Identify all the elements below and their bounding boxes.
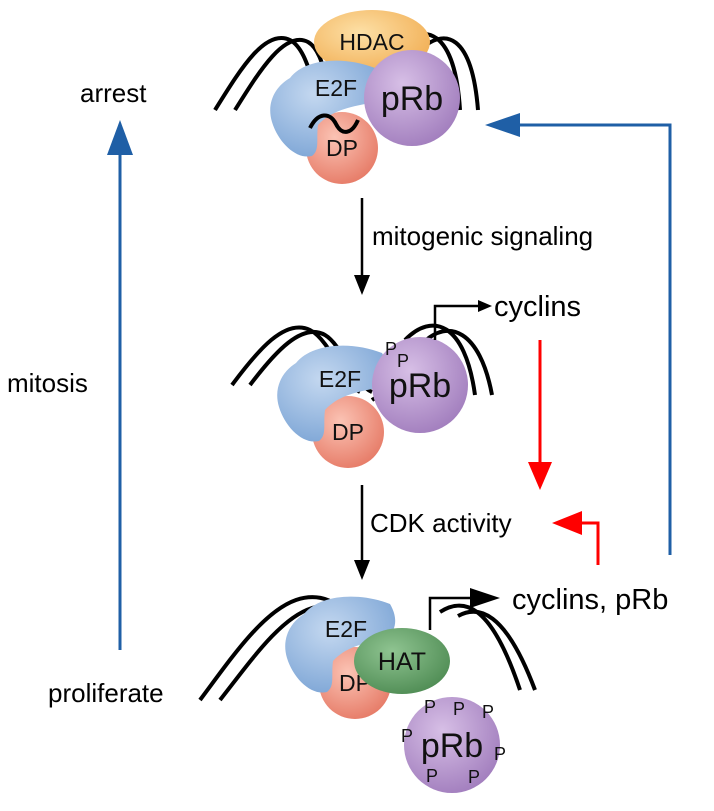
cyclins-label: cyclins [494,291,581,323]
cdk-activity-label: CDK activity [370,508,512,538]
prb-protein: pRb [364,50,460,146]
red-arrow-down [528,340,552,490]
e2f-protein: E2F [285,596,396,693]
phospho-mark: P [397,351,409,371]
hdac-label: HDAC [339,29,404,55]
e2f-label: E2F [319,366,361,392]
mitosis-label: mitosis [7,368,88,398]
phospho-mark: P [385,339,397,359]
phospho-mark: P [424,697,436,717]
phospho-mark: P [426,766,438,786]
e2f-label: E2F [325,616,367,642]
complex-arrest: HDAC DP E2F pRb [213,10,480,184]
arrest-label: arrest [80,78,147,108]
complex-phosphorylated: DP E2F pRb P P [230,323,494,468]
dp-protein: DP [306,112,378,184]
hat-label: HAT [378,648,426,676]
e2f-protein: E2F [270,60,381,157]
phospho-mark: P [494,744,506,764]
e2f-protein: E2F [277,345,388,442]
mitogenic-arrow [354,198,370,295]
hat-protein: HAT [354,628,450,694]
complex-active: DP E2F HAT [198,595,537,719]
free-hyperphosphorylated-prb: pRb P P P P P P P [401,697,506,793]
red-arrow-feedback [552,511,600,565]
dp-label: DP [332,419,364,445]
prb-label: pRb [381,80,443,118]
prb-feedback-arrow [485,113,672,555]
cdk-arrow [354,485,370,580]
mitogenic-signaling-label: mitogenic signaling [372,221,593,251]
cyclins-prb-label: cyclins, pRb [512,584,668,616]
mitosis-arrow [107,120,133,650]
transcription-arrow-cyclins [433,300,492,340]
phospho-mark: P [453,699,465,719]
transcription-arrow-cyclins-prb [428,588,500,630]
prb-label: pRb [421,727,483,765]
phospho-mark: P [468,767,480,787]
phospho-mark: P [482,702,494,722]
dp-protein: DP [312,396,384,468]
phospho-mark: P [401,726,413,746]
dna-loop-top [308,113,360,134]
prb-protein: pRb [372,337,468,433]
proliferate-label: proliferate [48,678,164,708]
e2f-label: E2F [315,75,357,101]
prb-label: pRb [389,367,451,405]
dp-label: DP [326,135,358,161]
